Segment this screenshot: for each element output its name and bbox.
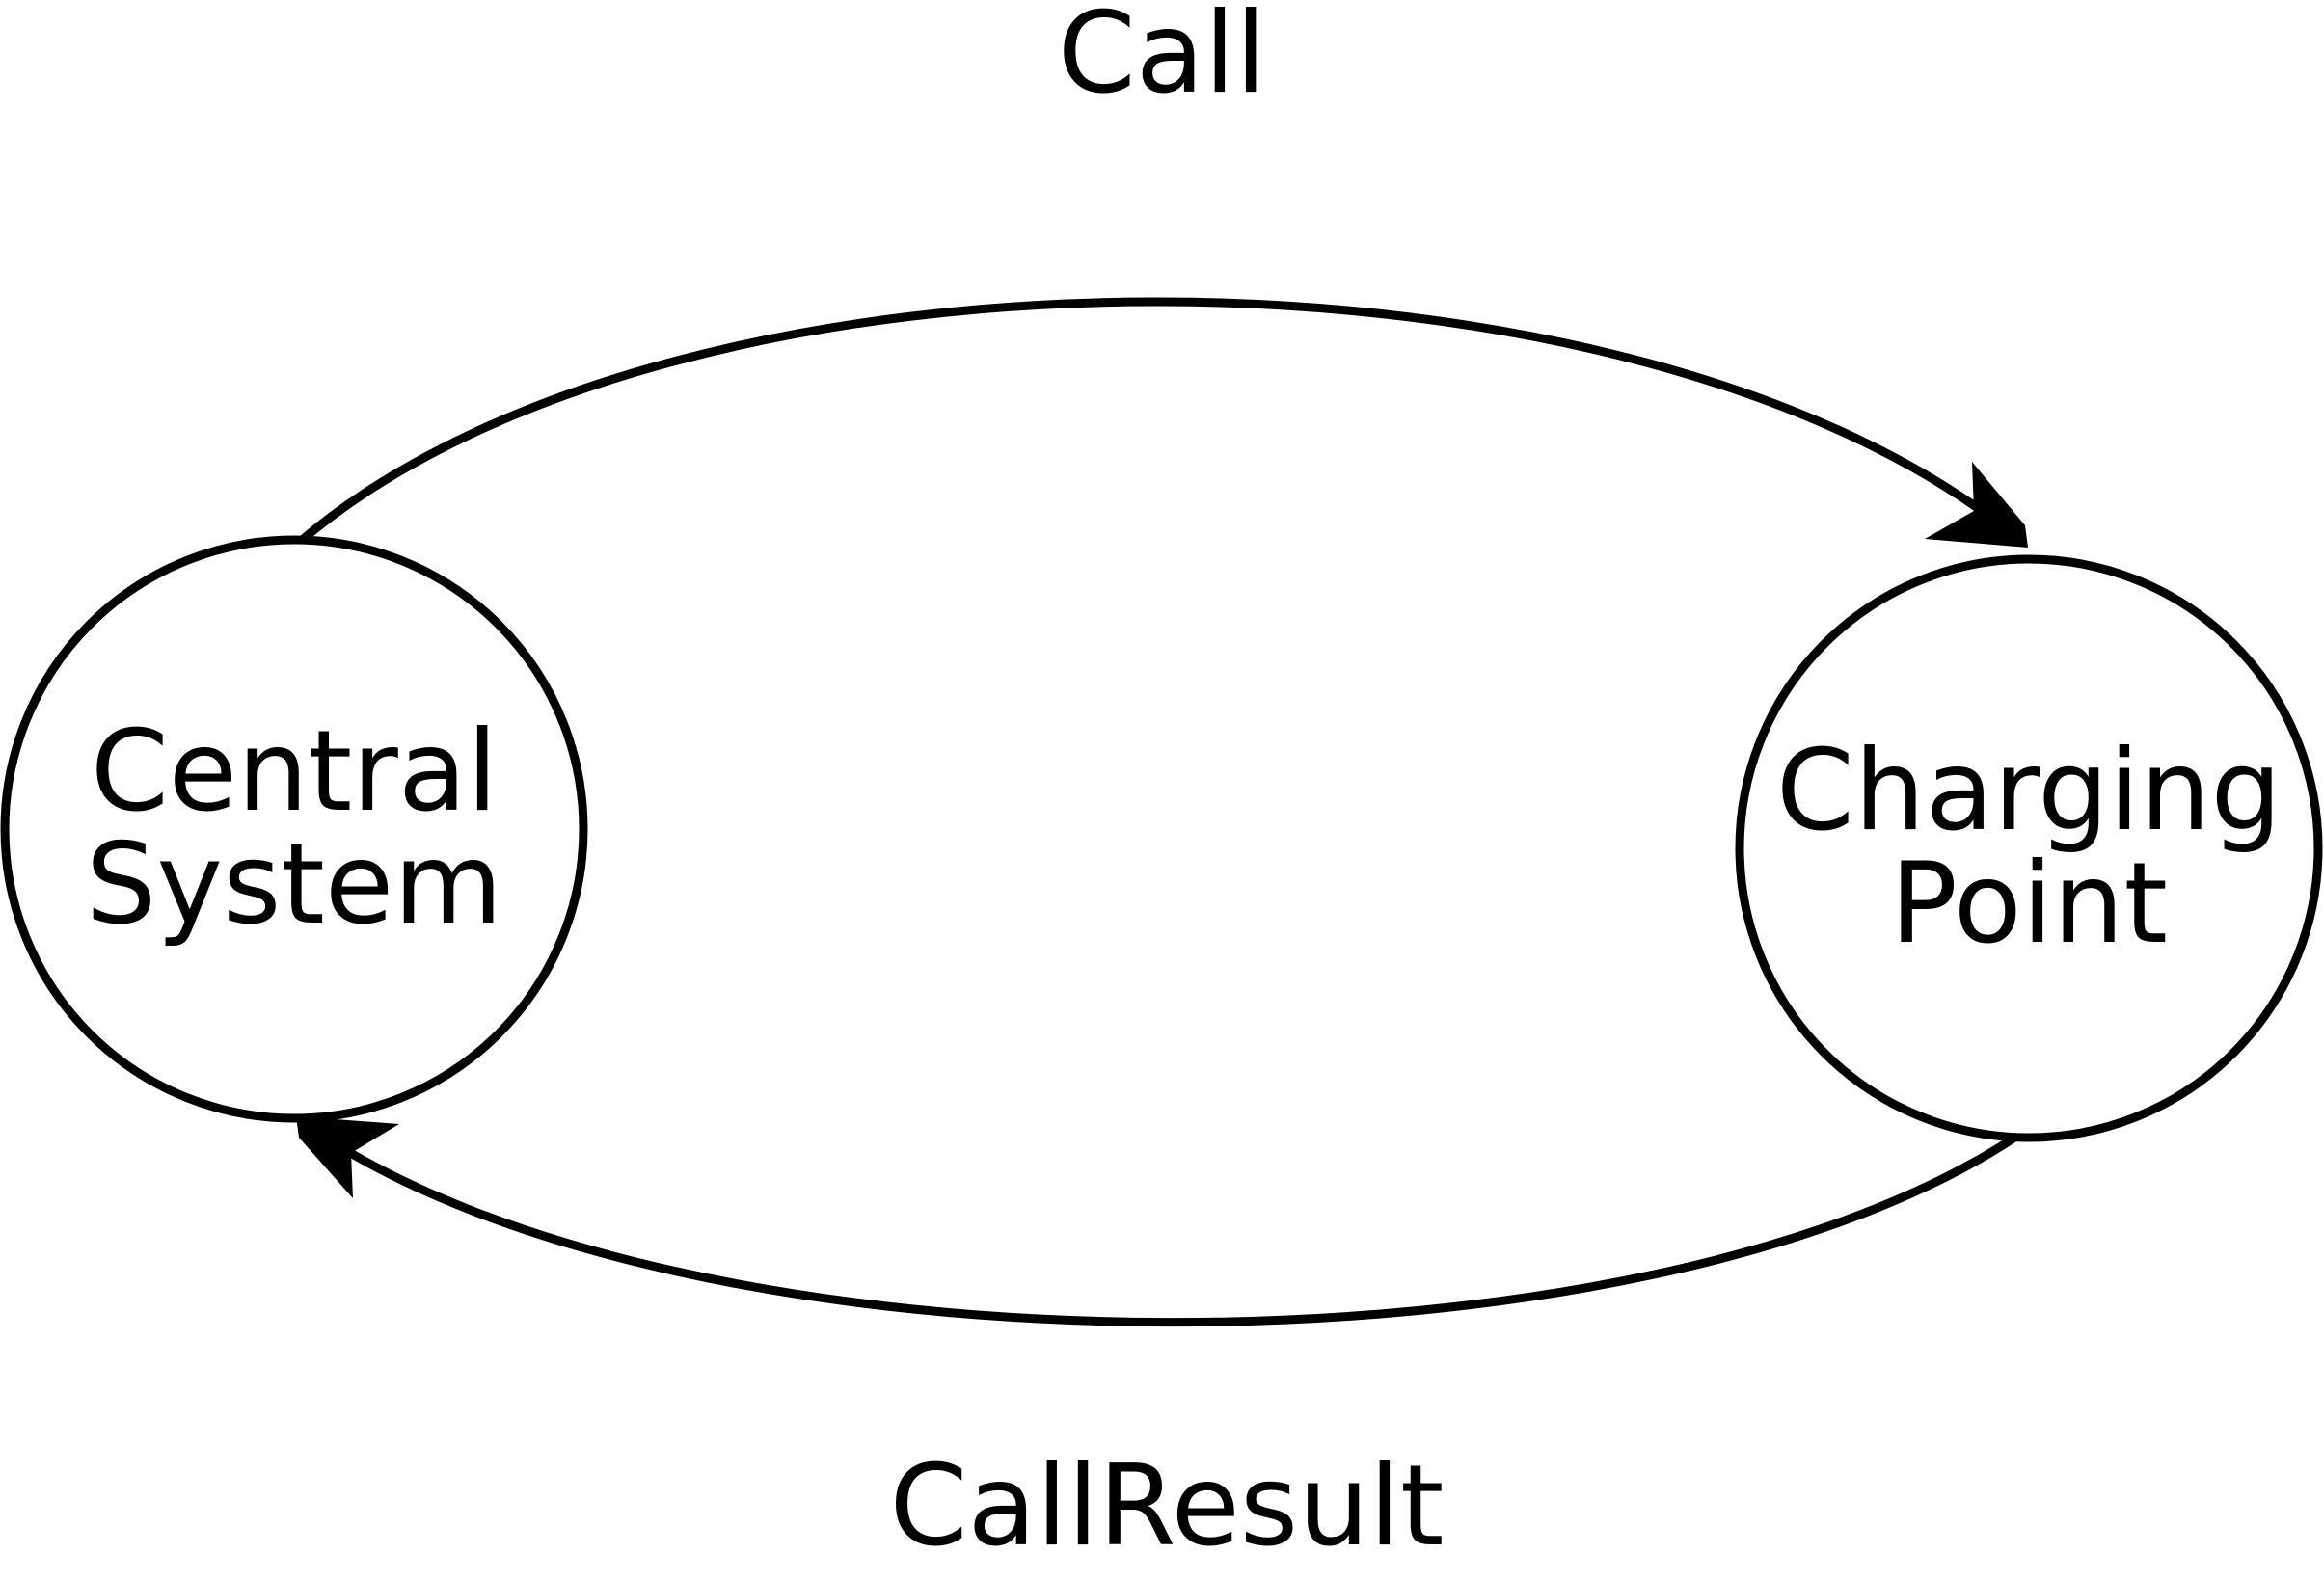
- node-central-system[interactable]: Central System: [0, 535, 588, 1123]
- node-charging-point[interactable]: Charging Point: [1735, 554, 2323, 1142]
- call-edge-path: [298, 297, 2026, 547]
- central-system-label-line2: System: [86, 819, 503, 950]
- charging-point-label-line1: Charging: [1776, 726, 2282, 856]
- call-edge-label: Call: [1058, 0, 1267, 119]
- central-system-circle[interactable]: [0, 535, 588, 1123]
- callresult-edge-label: CallResult: [890, 1441, 1445, 1571]
- edge-call: [298, 297, 2028, 548]
- edge-callresult: [296, 1116, 2032, 1327]
- callresult-edge-path: [298, 1117, 2032, 1327]
- charging-point-label-line2: Point: [1890, 839, 2168, 969]
- callresult-arrowhead-icon: [296, 1116, 399, 1198]
- call-arrowhead-icon: [1925, 462, 2028, 548]
- charging-point-circle[interactable]: [1735, 554, 2323, 1142]
- central-system-label-line1: Central: [91, 707, 498, 837]
